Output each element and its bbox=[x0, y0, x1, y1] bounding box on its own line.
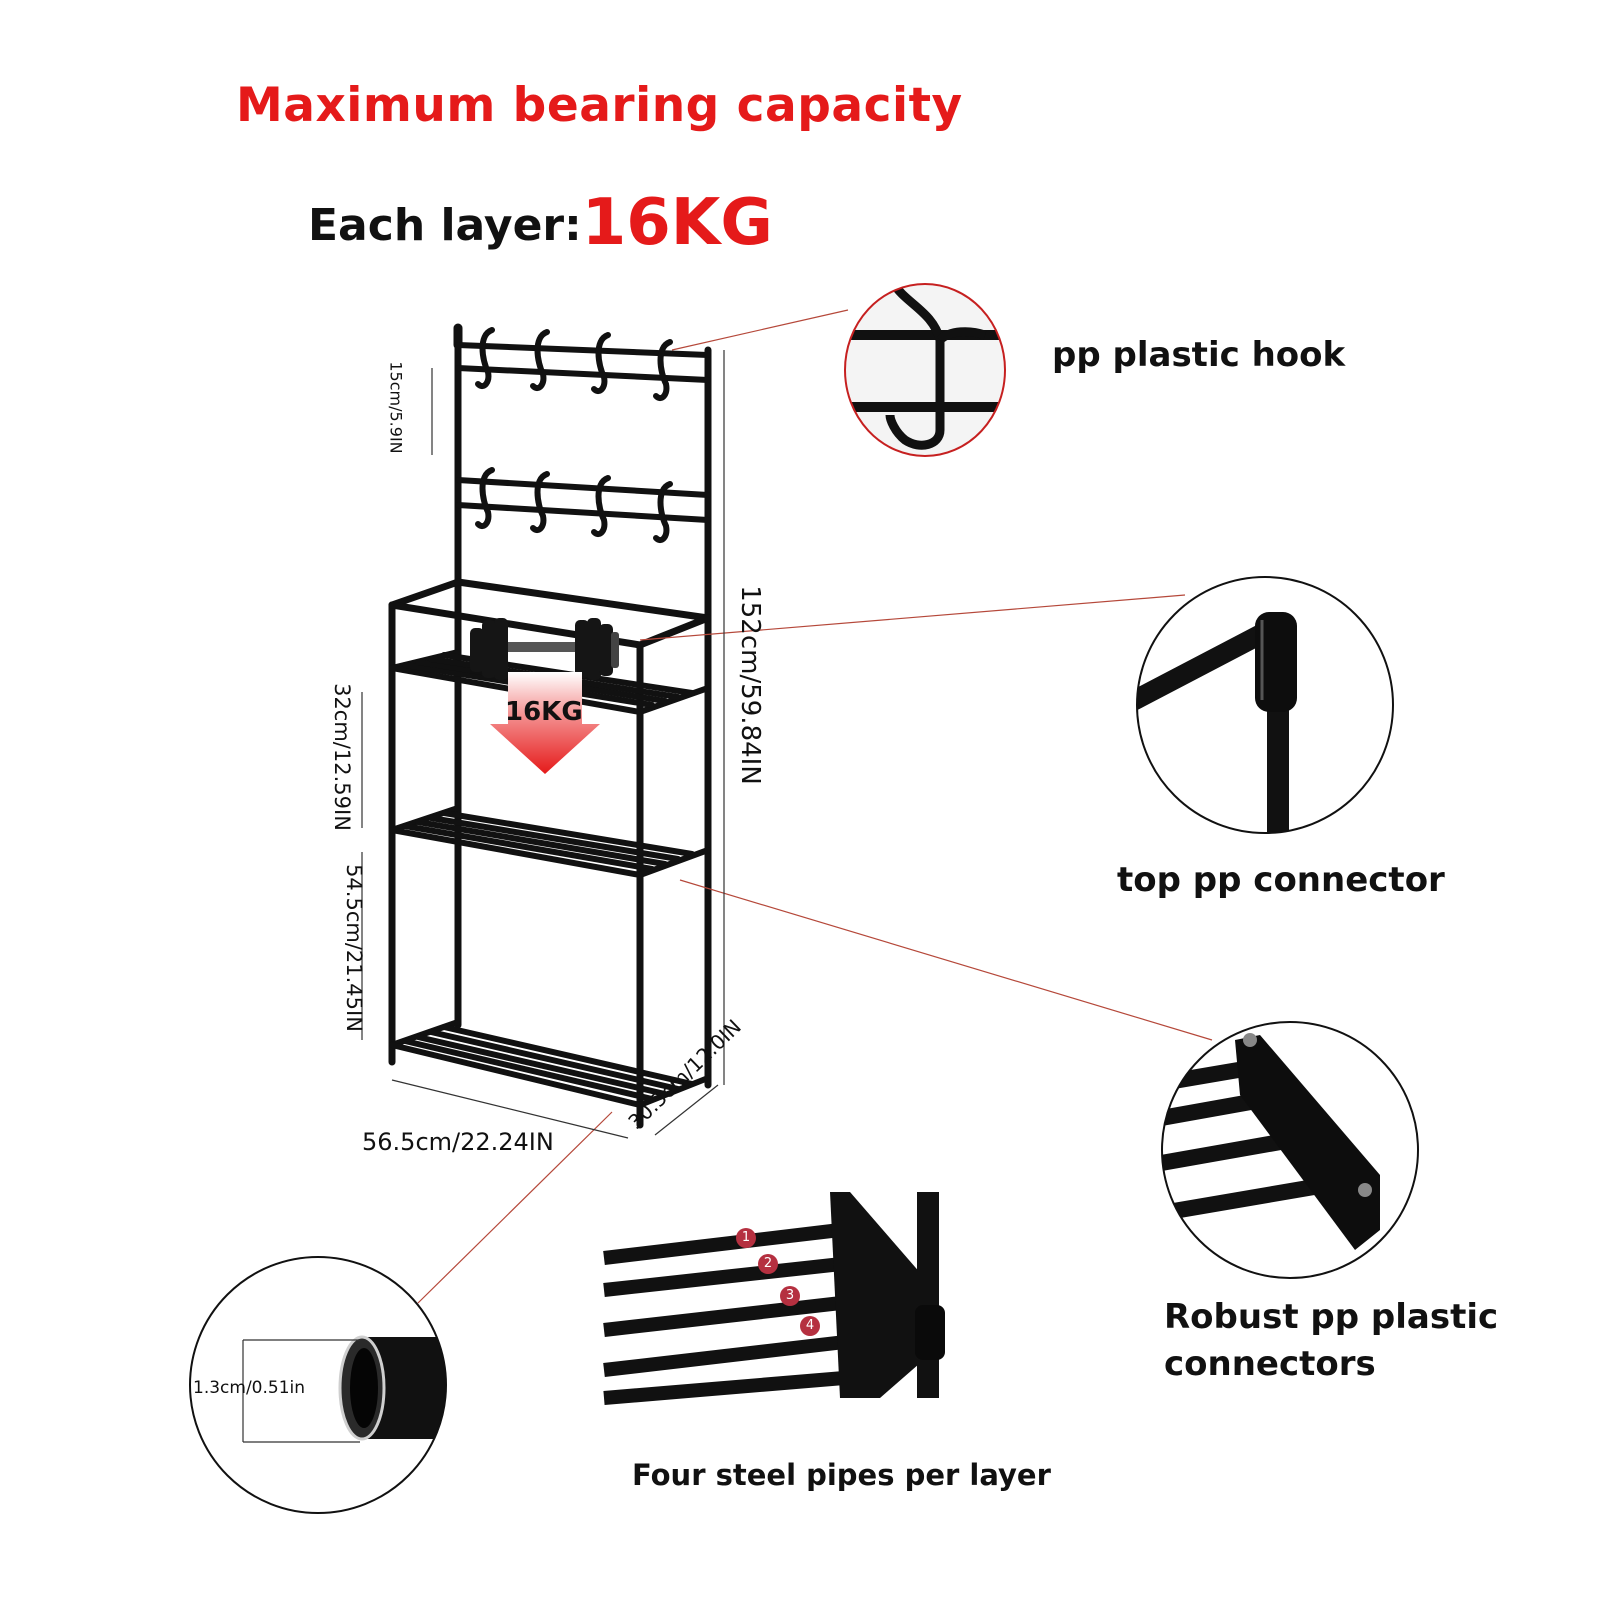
hook-detail bbox=[844, 283, 1006, 457]
each-layer-value: 16KG bbox=[581, 186, 773, 260]
label-top-pp-connector: top pp connector bbox=[1117, 860, 1445, 900]
hooks-lower-row bbox=[475, 467, 673, 543]
load-arrow bbox=[490, 672, 600, 774]
dimension-lines bbox=[361, 350, 725, 1139]
dim-total-height: 152cm/59.84IN bbox=[734, 585, 765, 785]
pipe-detail bbox=[189, 1256, 447, 1514]
label-four-steel-pipes: Four steel pipes per layer bbox=[632, 1458, 1051, 1492]
dim-upper-shelf-gap: 32cm/12.59IN bbox=[329, 683, 354, 831]
plastic-connector-detail bbox=[1161, 1021, 1419, 1279]
label-pp-plastic-hook: pp plastic hook bbox=[1052, 335, 1346, 375]
hooks-upper-row bbox=[475, 327, 673, 401]
pipe-number-1: 1 bbox=[736, 1228, 756, 1248]
pipe-number-2: 2 bbox=[758, 1254, 778, 1274]
steel-pipes-detail bbox=[603, 1192, 945, 1405]
shelf-middle bbox=[389, 805, 711, 878]
dim-width: 56.5cm/22.24IN bbox=[362, 1128, 554, 1156]
dim-hook-spacing: 15cm/5.9IN bbox=[386, 361, 406, 454]
leader-lines bbox=[417, 309, 1213, 1304]
top-connector-detail bbox=[1136, 576, 1394, 834]
pipe-number-3: 3 bbox=[780, 1286, 800, 1306]
load-arrow-label: 16KG bbox=[505, 697, 583, 727]
pipe-number-4: 4 bbox=[800, 1316, 820, 1336]
dumbbell bbox=[470, 618, 619, 680]
dim-pipe-diameter: 1.3cm/0.51in bbox=[193, 1378, 306, 1398]
capacity-title: Maximum bearing capacity bbox=[236, 78, 963, 133]
label-plastic-connectors-line1: Robust pp plastic bbox=[1164, 1297, 1499, 1337]
label-plastic-connectors-line2: connectors bbox=[1164, 1344, 1376, 1384]
each-layer-prefix: Each layer: bbox=[308, 200, 582, 251]
shelf-bottom bbox=[389, 1019, 711, 1108]
each-layer-capacity: Each layer:16KG bbox=[308, 186, 773, 260]
dim-lower-shelf-gap: 54.5cm/21.45IN bbox=[341, 864, 366, 1032]
